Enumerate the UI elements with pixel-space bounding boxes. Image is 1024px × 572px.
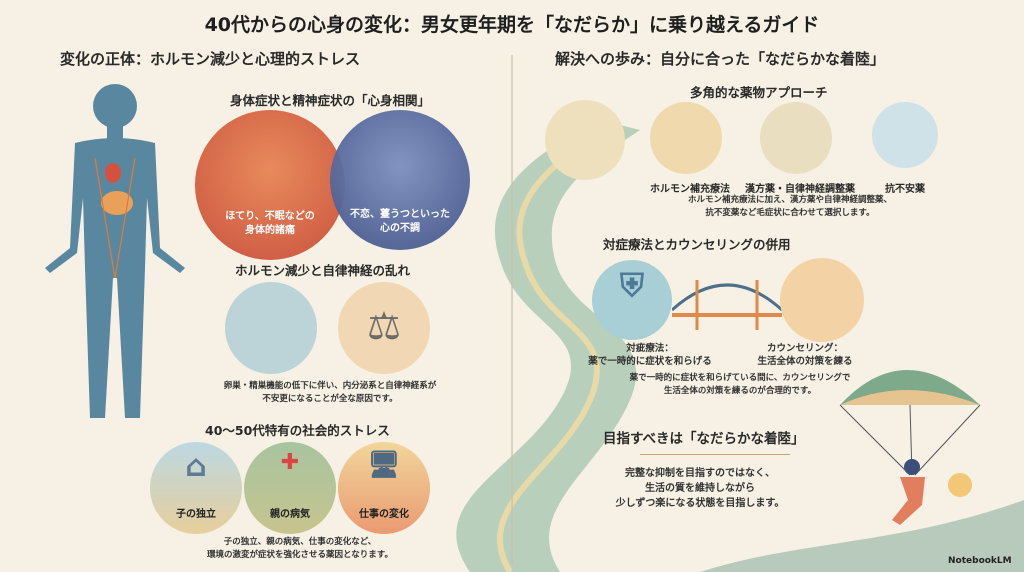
social-caption: 子の独立、親の病気、仕事の変化など、環境の激変が症状を強化させる薬因となります。: [207, 537, 393, 560]
scale-icon: ⚖: [366, 304, 402, 348]
work-change-circle: 🖥仕事の変化: [338, 442, 430, 534]
combo-heading: 対症療法とカウンセリングの併用: [603, 237, 791, 252]
right-section-heading: 解決への歩み：自分に合った「なだらかな着陸」: [555, 50, 886, 68]
bridge-illustration: [672, 280, 782, 330]
drug-label-kampo: 漢方薬・自律神経調整薬: [745, 184, 855, 195]
balance-scale-illustration: ⚖: [338, 282, 430, 374]
shield-icon: ⛨: [592, 260, 672, 340]
left-section-heading: 変化の正体：ホルモン減少と心理的ストレス: [60, 50, 361, 68]
physical-symptoms-circle: ほてり、不眠などの身体的諸痛: [195, 110, 345, 260]
social-stress-heading: 40〜50代特有の社会的ストレス: [205, 423, 390, 438]
ornament-divider: [640, 454, 790, 455]
human-body-illustration: [45, 84, 185, 418]
decline-curve-illustration: [545, 100, 625, 180]
symptomatic-label: 対疵療法：薬で一時的に症状を和らげる: [588, 343, 712, 367]
anti-anxiety-bottle-icon: [872, 102, 938, 168]
physical-caption-line1: ほてり、不眠などの: [225, 211, 315, 222]
goal-heading: 目指すべきは「なだらかな着陸」: [603, 431, 805, 447]
mental-symptoms-circle: 不恋、薹うつといった心の不調: [330, 110, 470, 250]
physical-caption-line2: 身体的諸痛: [245, 225, 295, 236]
medical-cross-icon: ✚: [280, 450, 300, 475]
counseling-illustration: [780, 258, 864, 342]
mental-caption-line1: 不恋、薹うつといった: [350, 209, 450, 220]
combo-caption: 薬で一時的に症状を和らげている間に、カウンセリングで生活全体の対策を練るのが合理…: [629, 373, 851, 396]
drug-approach-heading: 多角的な薬物アプローチ: [690, 85, 828, 100]
notebooklm-brand: NotebookLM: [948, 556, 1012, 566]
house-icon: ⌂: [185, 449, 207, 484]
organs-illustration: [225, 282, 317, 374]
drug-label-hrt: ホルモン補充療法: [650, 184, 730, 195]
hormone-pill-icon: [650, 102, 722, 174]
parachute-landing-illustration: [839, 370, 981, 525]
drug-label-anxiolytic: 抗不安薬: [885, 184, 925, 195]
desk-computer-icon: 🖥: [367, 450, 401, 480]
mind-body-heading: 身体症状と精神症状の「心身相関」: [230, 93, 431, 108]
mental-caption-line2: 心の不調: [380, 223, 420, 234]
child-independence-circle: ⌂子の独立: [150, 442, 242, 534]
parent-illness-circle: ✚親の病気: [244, 442, 336, 534]
herbal-medicine-icon: [760, 102, 832, 174]
goal-caption: 完整な抑制を目指すのではなく、生活の質を維持しながら少しずつ楽になる状態を目指し…: [615, 468, 785, 509]
hormone-caption: 卵巣・精巣機能の低下に伴い、内分泌系と自律神経系が不安更になることが全な原因です…: [223, 381, 437, 404]
hormone-heading: ホルモン減少と自律神経の乱れ: [235, 263, 411, 278]
counseling-label: カウンセリング：生活全体の対策を練る: [757, 343, 853, 367]
drug-caption: ホルモン補充療法に加え、漢方薬や自律神経調整薬、抗不変薬など毛症状に合わせて選択…: [687, 195, 892, 218]
page-title: 40代からの心身の変化：男女更年期を「なだらか」に乗り越えるガイド: [204, 14, 820, 36]
